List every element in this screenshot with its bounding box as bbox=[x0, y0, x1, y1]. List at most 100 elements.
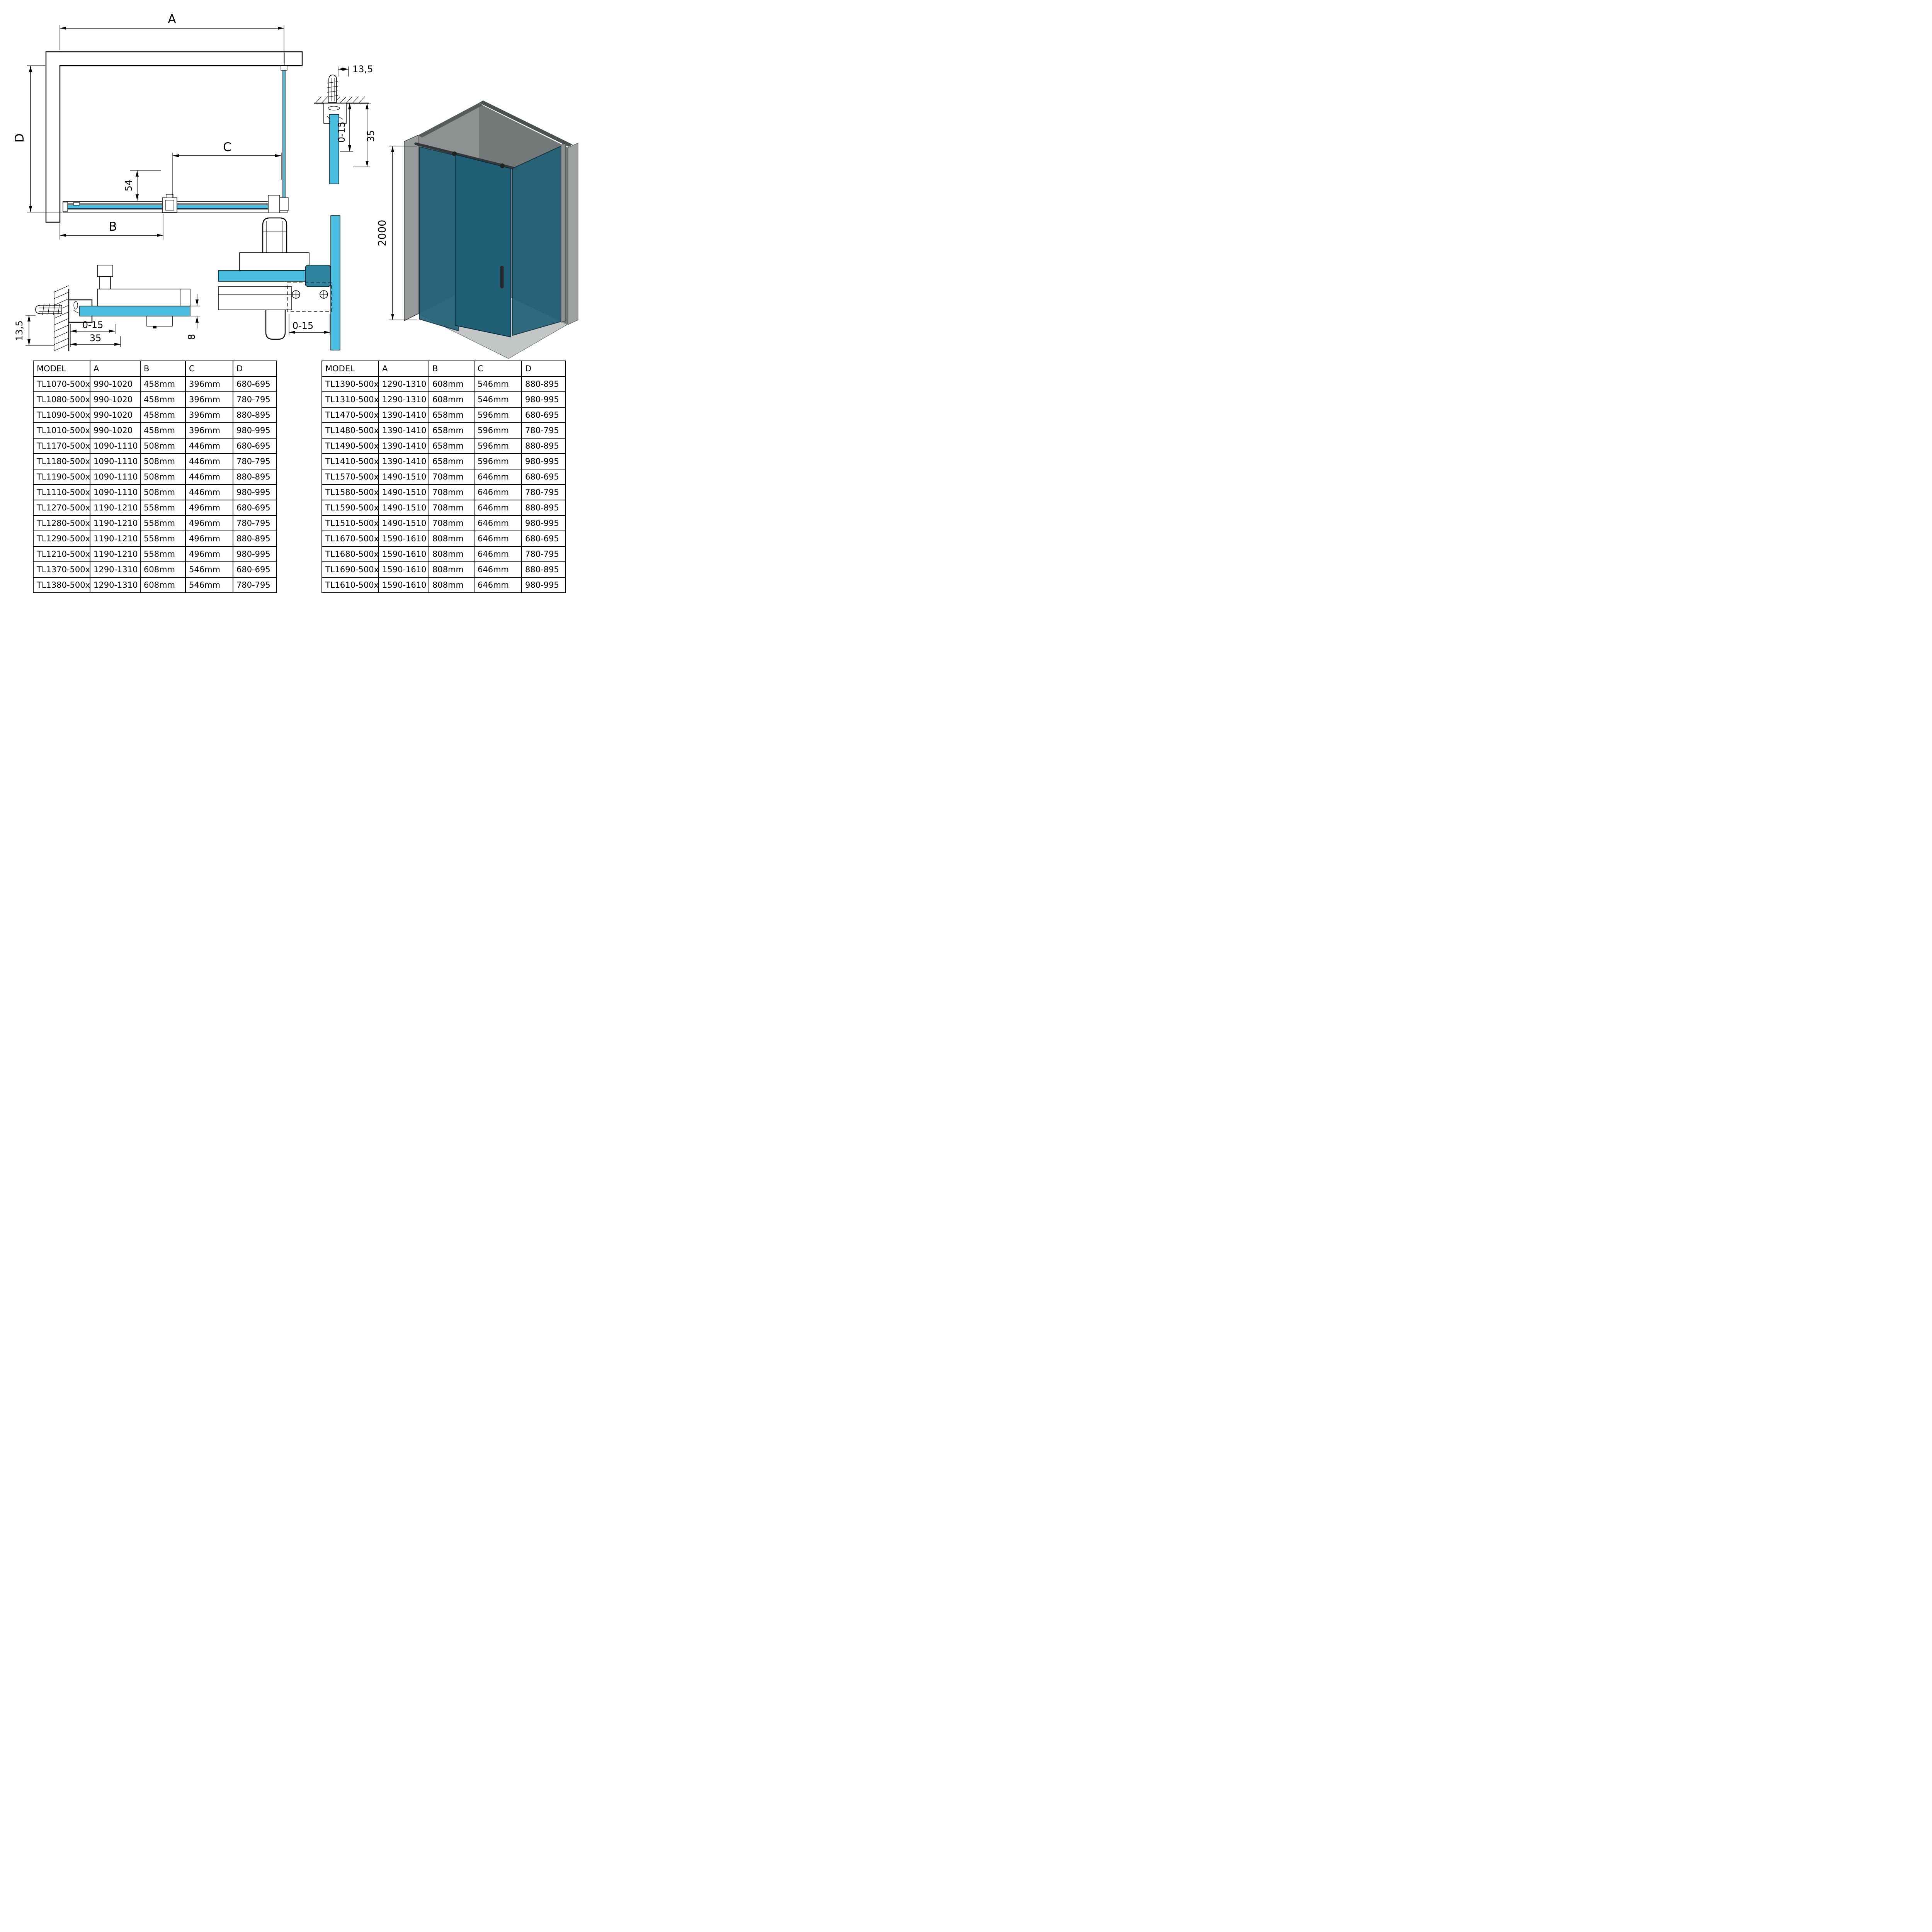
door-glass-section bbox=[218, 270, 315, 282]
table-cell: 1190-1210 bbox=[90, 500, 141, 516]
left-wall-post bbox=[404, 134, 418, 321]
table-cell: 508mm bbox=[140, 453, 186, 469]
table-cell: 990-1020 bbox=[90, 407, 141, 423]
table-cell: 608mm bbox=[140, 577, 186, 593]
table-cell: 496mm bbox=[185, 546, 233, 562]
table-cell: TL1590-500x bbox=[321, 500, 379, 516]
table-cell: 546mm bbox=[474, 391, 522, 408]
table-cell: 880-895 bbox=[233, 469, 277, 485]
table-cell: 990-1020 bbox=[90, 391, 141, 408]
table-cell: TL1090-500x bbox=[33, 407, 90, 423]
roller bbox=[452, 151, 457, 156]
table-cell: TL1190-500x bbox=[33, 469, 90, 485]
table-cell: 1190-1210 bbox=[90, 546, 141, 562]
left-wall-top-edge bbox=[418, 103, 483, 138]
dim-label-35: 35 bbox=[366, 130, 376, 142]
table-cell: 646mm bbox=[474, 577, 522, 593]
table-cell: 1590-1610 bbox=[378, 546, 429, 562]
table-cell: 808mm bbox=[429, 531, 474, 547]
top-fitting bbox=[281, 65, 287, 71]
dim-label-c: C bbox=[223, 140, 231, 154]
table-cell: TL1390-500x bbox=[321, 376, 379, 392]
table-cell: 596mm bbox=[474, 422, 522, 439]
table-cell: 646mm bbox=[474, 561, 522, 578]
table-cell: 508mm bbox=[140, 484, 186, 500]
rail-tube-bottom bbox=[265, 310, 286, 340]
table-cell: 808mm bbox=[429, 561, 474, 578]
table-cell: 496mm bbox=[185, 531, 233, 547]
table-cell: 1090-1110 bbox=[90, 438, 141, 454]
table-cell: 990-1020 bbox=[90, 376, 141, 392]
table-cell: 508mm bbox=[140, 438, 186, 454]
table-cell: TL1270-500x bbox=[33, 500, 90, 516]
table-cell: 780-795 bbox=[521, 546, 566, 562]
table-cell: 608mm bbox=[429, 376, 474, 392]
table-cell: 708mm bbox=[429, 484, 474, 500]
table-cell: 1390-1410 bbox=[378, 407, 429, 423]
table-cell: 990-1020 bbox=[90, 422, 141, 439]
table-cell: 458mm bbox=[140, 422, 186, 439]
rail-bracket bbox=[73, 202, 80, 206]
table-cell: 546mm bbox=[185, 577, 233, 593]
roller-rail-detail: 0-15 bbox=[218, 215, 340, 350]
table-cell: 980-995 bbox=[233, 484, 277, 500]
anchor-notches bbox=[39, 303, 61, 316]
technical-drawing: A D C 54 B bbox=[13, 12, 578, 359]
table-cell: 1090-1110 bbox=[90, 484, 141, 500]
clamp-mark bbox=[153, 326, 156, 328]
clamp-top-block bbox=[97, 265, 113, 277]
clamp-arm bbox=[97, 289, 190, 306]
table-cell: 658mm bbox=[429, 422, 474, 439]
table-cell: 396mm bbox=[185, 391, 233, 408]
table-cell: TL1690-500x bbox=[321, 561, 379, 578]
dim-label-8: 8 bbox=[186, 334, 197, 340]
plan-walls bbox=[45, 51, 303, 223]
fixed-glass-section bbox=[330, 215, 340, 350]
rail-tube-top bbox=[262, 217, 287, 254]
table-cell: 1190-1210 bbox=[90, 515, 141, 531]
table-cell: 880-895 bbox=[521, 561, 566, 578]
table-cell: TL1010-500x bbox=[33, 422, 90, 439]
table-cell: 980-995 bbox=[521, 515, 566, 531]
column-header: MODEL bbox=[33, 361, 90, 377]
table-cell: 980-995 bbox=[233, 546, 277, 562]
column-header: A bbox=[378, 361, 429, 377]
table-cell: 396mm bbox=[185, 422, 233, 439]
dim-label-2000: 2000 bbox=[376, 220, 388, 247]
table-cell: TL1490-500x bbox=[321, 438, 379, 454]
glass-panel-section bbox=[79, 306, 190, 316]
profile-slot bbox=[328, 106, 340, 111]
table-cell: TL1210-500x bbox=[33, 546, 90, 562]
dim-label-a: A bbox=[168, 12, 176, 26]
side-wall-profile bbox=[561, 143, 566, 323]
table-cell: 780-795 bbox=[233, 391, 277, 408]
table-cell: TL1310-500x bbox=[321, 391, 379, 408]
table-cell: TL1170-500x bbox=[33, 438, 90, 454]
rail-end-cap bbox=[63, 202, 68, 212]
dim-label-015: 0-15 bbox=[336, 122, 347, 143]
adjustment-zone-dashed bbox=[287, 282, 332, 312]
anchor-notches bbox=[327, 78, 338, 101]
hatch-lines bbox=[54, 285, 69, 351]
dim-label-35: 35 bbox=[90, 333, 102, 344]
wall-profile-detail: 13,5 0-15 35 8 bbox=[14, 265, 200, 351]
table-cell: 980-995 bbox=[521, 577, 566, 593]
table-cell: 446mm bbox=[185, 469, 233, 485]
table-cell: 646mm bbox=[474, 531, 522, 547]
table-cell: TL1510-500x bbox=[321, 515, 379, 531]
table-cell: 558mm bbox=[140, 531, 186, 547]
lower-bracket bbox=[218, 286, 292, 310]
table-cell: 458mm bbox=[140, 391, 186, 408]
table-cell: 546mm bbox=[474, 376, 522, 392]
